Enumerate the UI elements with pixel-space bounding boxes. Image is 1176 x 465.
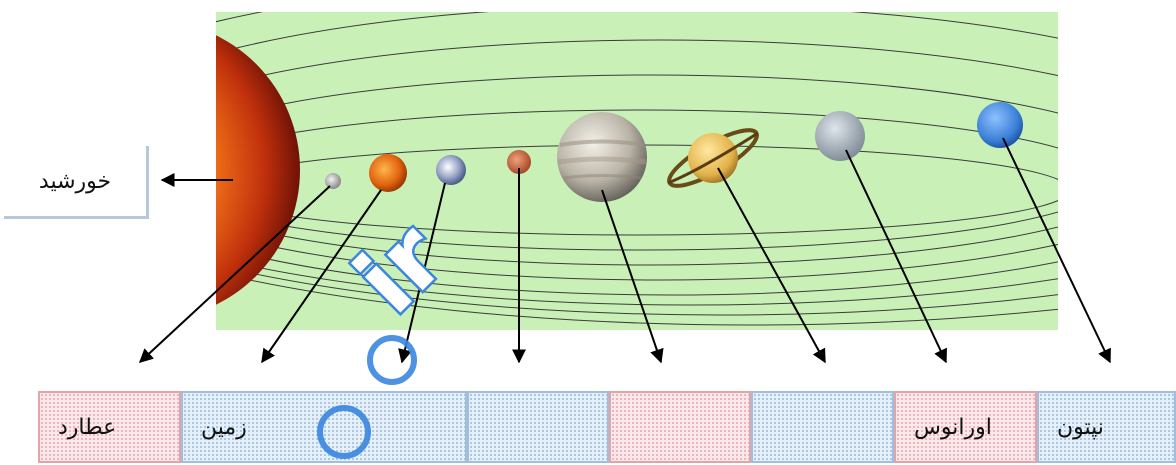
planet-label-box: زمین	[181, 391, 467, 463]
uranus-arrow	[845, 149, 947, 364]
planet-label-box: اورانوس	[894, 391, 1037, 463]
jupiter-arrow	[601, 189, 664, 364]
saturn-arrow	[717, 167, 826, 364]
mercury-arrow	[138, 185, 331, 363]
planet-label: زمین	[201, 414, 247, 440]
mercury	[325, 173, 341, 189]
planet-label-box	[467, 391, 609, 463]
venus	[369, 154, 407, 192]
planet-label-box: عطارد	[38, 391, 181, 463]
earth	[436, 155, 466, 185]
planet-label: عطارد	[58, 414, 117, 440]
earth-arrow	[398, 182, 446, 364]
planet-label-box	[609, 391, 751, 463]
neptune-arrow	[1002, 137, 1111, 364]
orbit	[216, 12, 1058, 296]
sun-label: خورشید	[38, 168, 112, 194]
orbit	[216, 39, 1058, 281]
sun	[216, 35, 300, 305]
planet-label-box	[751, 391, 894, 463]
mars	[507, 150, 531, 174]
planet-label-box: نپتون	[1037, 391, 1176, 463]
sun-label-box: خورشید	[4, 146, 149, 219]
neptune	[977, 102, 1023, 148]
orbit	[216, 264, 1058, 316]
jupiter	[557, 112, 647, 202]
planet-label: اورانوس	[914, 414, 992, 440]
venus-arrow	[261, 189, 382, 364]
uranus	[815, 111, 865, 161]
planet-label-row: عطارد زمین اورانوس نپتون	[38, 391, 1176, 465]
orbit	[216, 74, 1058, 266]
orbit	[216, 109, 1058, 251]
planet-label: نپتون	[1057, 414, 1104, 440]
orbit	[216, 12, 1058, 306]
orbit	[216, 272, 1058, 326]
